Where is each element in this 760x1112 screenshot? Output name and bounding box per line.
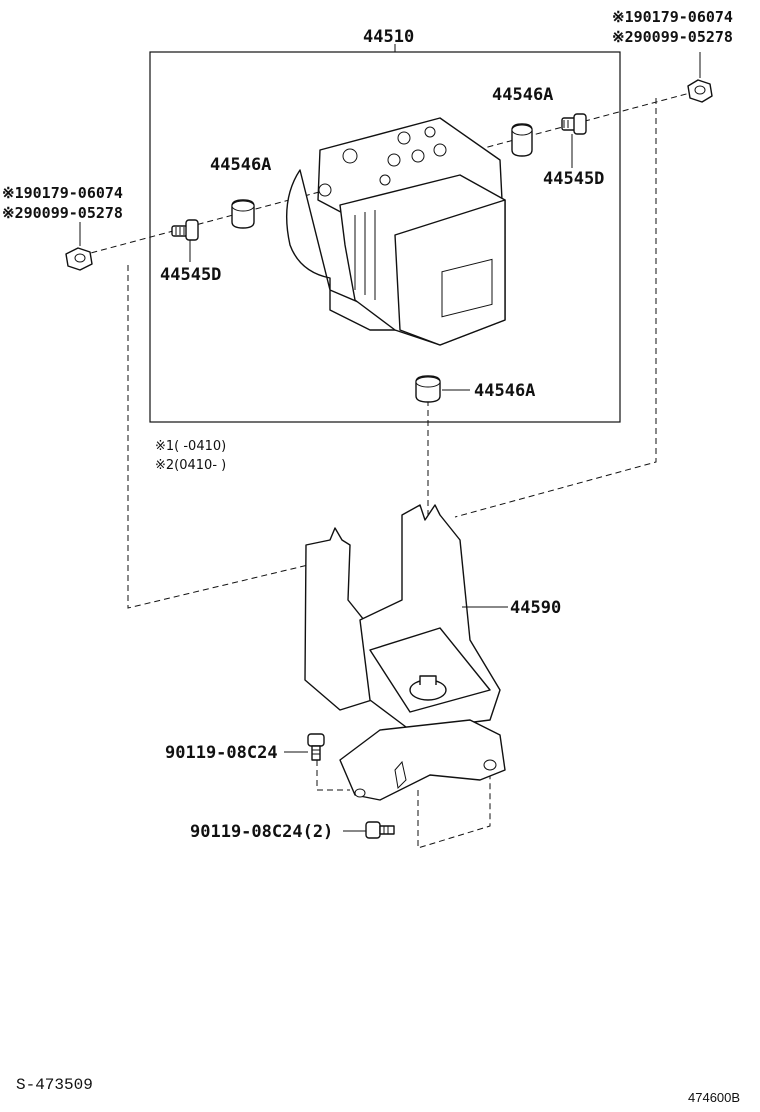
figure-code: 474600B (688, 1090, 740, 1105)
callout-screw-upper: 90119-08C24 (165, 743, 278, 763)
nut-right (687, 79, 713, 103)
spacer-upper (511, 123, 533, 157)
callout-spacer-left: 44546A (210, 155, 271, 175)
bolt-left (171, 219, 199, 241)
nut-left (65, 247, 93, 271)
screw-upper (307, 733, 325, 761)
callout-spacer-upper: 44546A (492, 85, 553, 105)
alt-parts-left-line2: ※290099-05278 (2, 204, 123, 222)
alt-parts-right-line2: ※290099-05278 (612, 28, 733, 46)
bracket (304, 504, 506, 801)
bolt-right (561, 113, 587, 135)
alt-parts-left-line1: ※190179-06074 (2, 184, 123, 202)
callout-screw-lower: 90119-08C24(2) (190, 822, 333, 842)
callout-bracket: 44590 (510, 598, 561, 618)
screw-lower (365, 821, 395, 839)
abs-actuator (285, 117, 506, 346)
alt-parts-right-line1: ※190179-06074 (612, 8, 733, 26)
callout-assembly: 44510 (363, 27, 414, 47)
callout-bolt-right: 44545D (543, 169, 604, 189)
note-2: ※2(0410- ) (155, 458, 226, 473)
spacer-bottom (415, 375, 441, 403)
sheet-code: S-473509 (16, 1076, 93, 1094)
callout-spacer-bottom: 44546A (474, 381, 535, 401)
note-1: ※1( -0410) (155, 439, 226, 454)
callout-bolt-left: 44545D (160, 265, 221, 285)
spacer-left (231, 199, 255, 229)
